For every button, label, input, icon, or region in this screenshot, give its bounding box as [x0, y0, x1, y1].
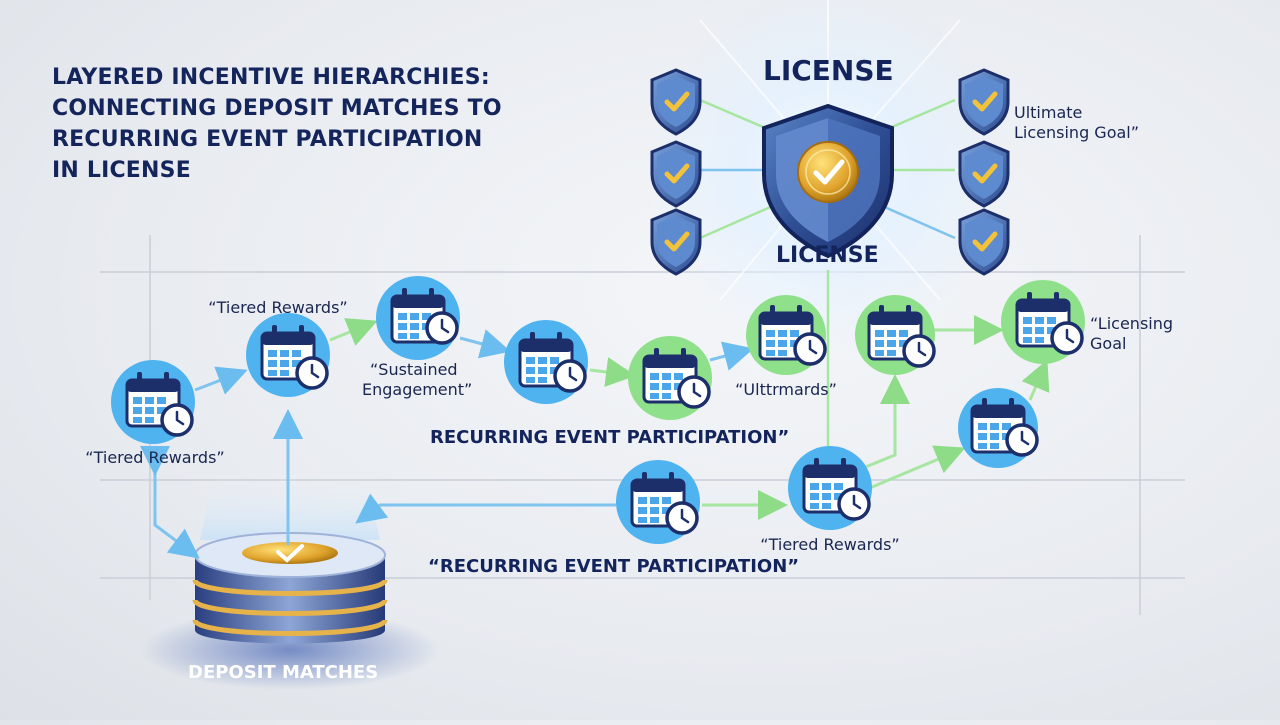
- license-shield-icon: [762, 103, 894, 259]
- deposit-matches-label: DEPOSIT MATCHES: [188, 662, 379, 683]
- calendar-node-ultt: [746, 295, 827, 375]
- title-line-4: IN LICENSE: [52, 158, 191, 183]
- recurring-event-heading-bottom: “RECURRING EVENT PARTICIPATION”: [428, 556, 800, 577]
- license-heading-top: LICENSE: [763, 54, 894, 87]
- calendar-node-right-lower: [958, 388, 1039, 468]
- deposit-stack-icon: [192, 532, 388, 644]
- calendar-node-upper-right: [855, 295, 936, 375]
- label-tiered-rewards-left: “Tiered Rewards”: [85, 448, 225, 467]
- calendar-node-goal: [1001, 280, 1085, 364]
- title-line-3: RECURRING EVENT PARTICIPATION: [52, 127, 483, 152]
- label-tiered-rewards-bottom: “Tiered Rewards”: [760, 535, 900, 554]
- calendar-node-tiered-top: [246, 313, 330, 397]
- goal-label-mid-line-2: Goal: [1090, 334, 1127, 353]
- calendar-node-mid2: [628, 336, 712, 420]
- calendar-node-bottom-mid: [616, 460, 700, 544]
- page-title: LAYERED INCENTIVE HIERARCHIES: CONNECTIN…: [52, 62, 612, 186]
- shield-connectors: [699, 98, 956, 470]
- calendar-node-sustained: [376, 276, 460, 360]
- flow-arrows: [140, 315, 1050, 559]
- label-ultt: “Ulttrmards”: [735, 380, 837, 399]
- goal-label-top-line-2: Licensing Goal”: [1014, 123, 1140, 142]
- label-tiered-rewards-top: “Tiered Rewards”: [208, 298, 348, 317]
- license-heading-bottom: LICENSE: [776, 243, 879, 268]
- title-line-2: CONNECTING DEPOSIT MATCHES TO: [52, 96, 502, 121]
- label-sustained-line-2: Engagement”: [362, 380, 473, 399]
- calendar-node-left: [111, 360, 195, 444]
- deposit-beam: [200, 470, 380, 540]
- calendar-node-mid1: [504, 320, 588, 404]
- label-sustained-line-1: “Sustained: [370, 360, 458, 379]
- goal-label-mid-line-1: “Licensing: [1090, 314, 1174, 333]
- goal-label-top-line-1: Ultimate: [1014, 103, 1083, 122]
- recurring-event-heading-mid: RECURRING EVENT PARTICIPATION”: [430, 427, 790, 448]
- title-line-1: LAYERED INCENTIVE HIERARCHIES:: [52, 65, 490, 90]
- calendar-node-bottom-right: [788, 446, 872, 530]
